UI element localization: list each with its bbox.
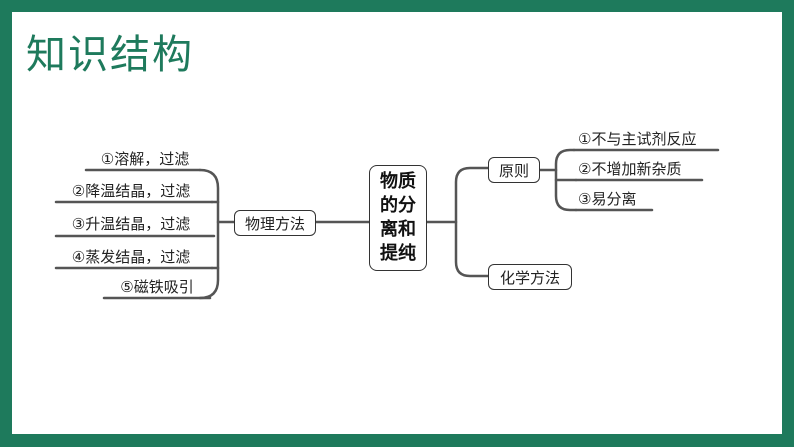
center-node: 物质 的分 离和 提纯 bbox=[369, 165, 427, 271]
principle-box: 原则 bbox=[488, 157, 540, 183]
chemical-method-box: 化学方法 bbox=[488, 264, 572, 290]
center-line-2: 的分 bbox=[380, 195, 416, 216]
physical-method-box: 物理方法 bbox=[234, 210, 316, 236]
principle-item-3: ③易分离 bbox=[578, 190, 637, 208]
center-line-4: 提纯 bbox=[380, 243, 416, 264]
center-line-3: 离和 bbox=[380, 219, 416, 240]
physical-item-3: ③升温结晶，过滤 bbox=[71, 215, 191, 233]
physical-item-4: ④蒸发结晶，过滤 bbox=[71, 248, 191, 266]
principle-item-1: ①不与主试剂反应 bbox=[578, 130, 697, 148]
physical-item-5: ⑤磁铁吸引 bbox=[120, 278, 194, 296]
physical-item-2: ②降温结晶，过滤 bbox=[71, 182, 191, 200]
center-line-1: 物质 bbox=[380, 171, 416, 192]
physical-item-1: ①溶解，过滤 bbox=[100, 150, 190, 168]
principle-item-2: ②不增加新杂质 bbox=[578, 160, 682, 178]
page-title: 知识结构 bbox=[26, 32, 194, 78]
